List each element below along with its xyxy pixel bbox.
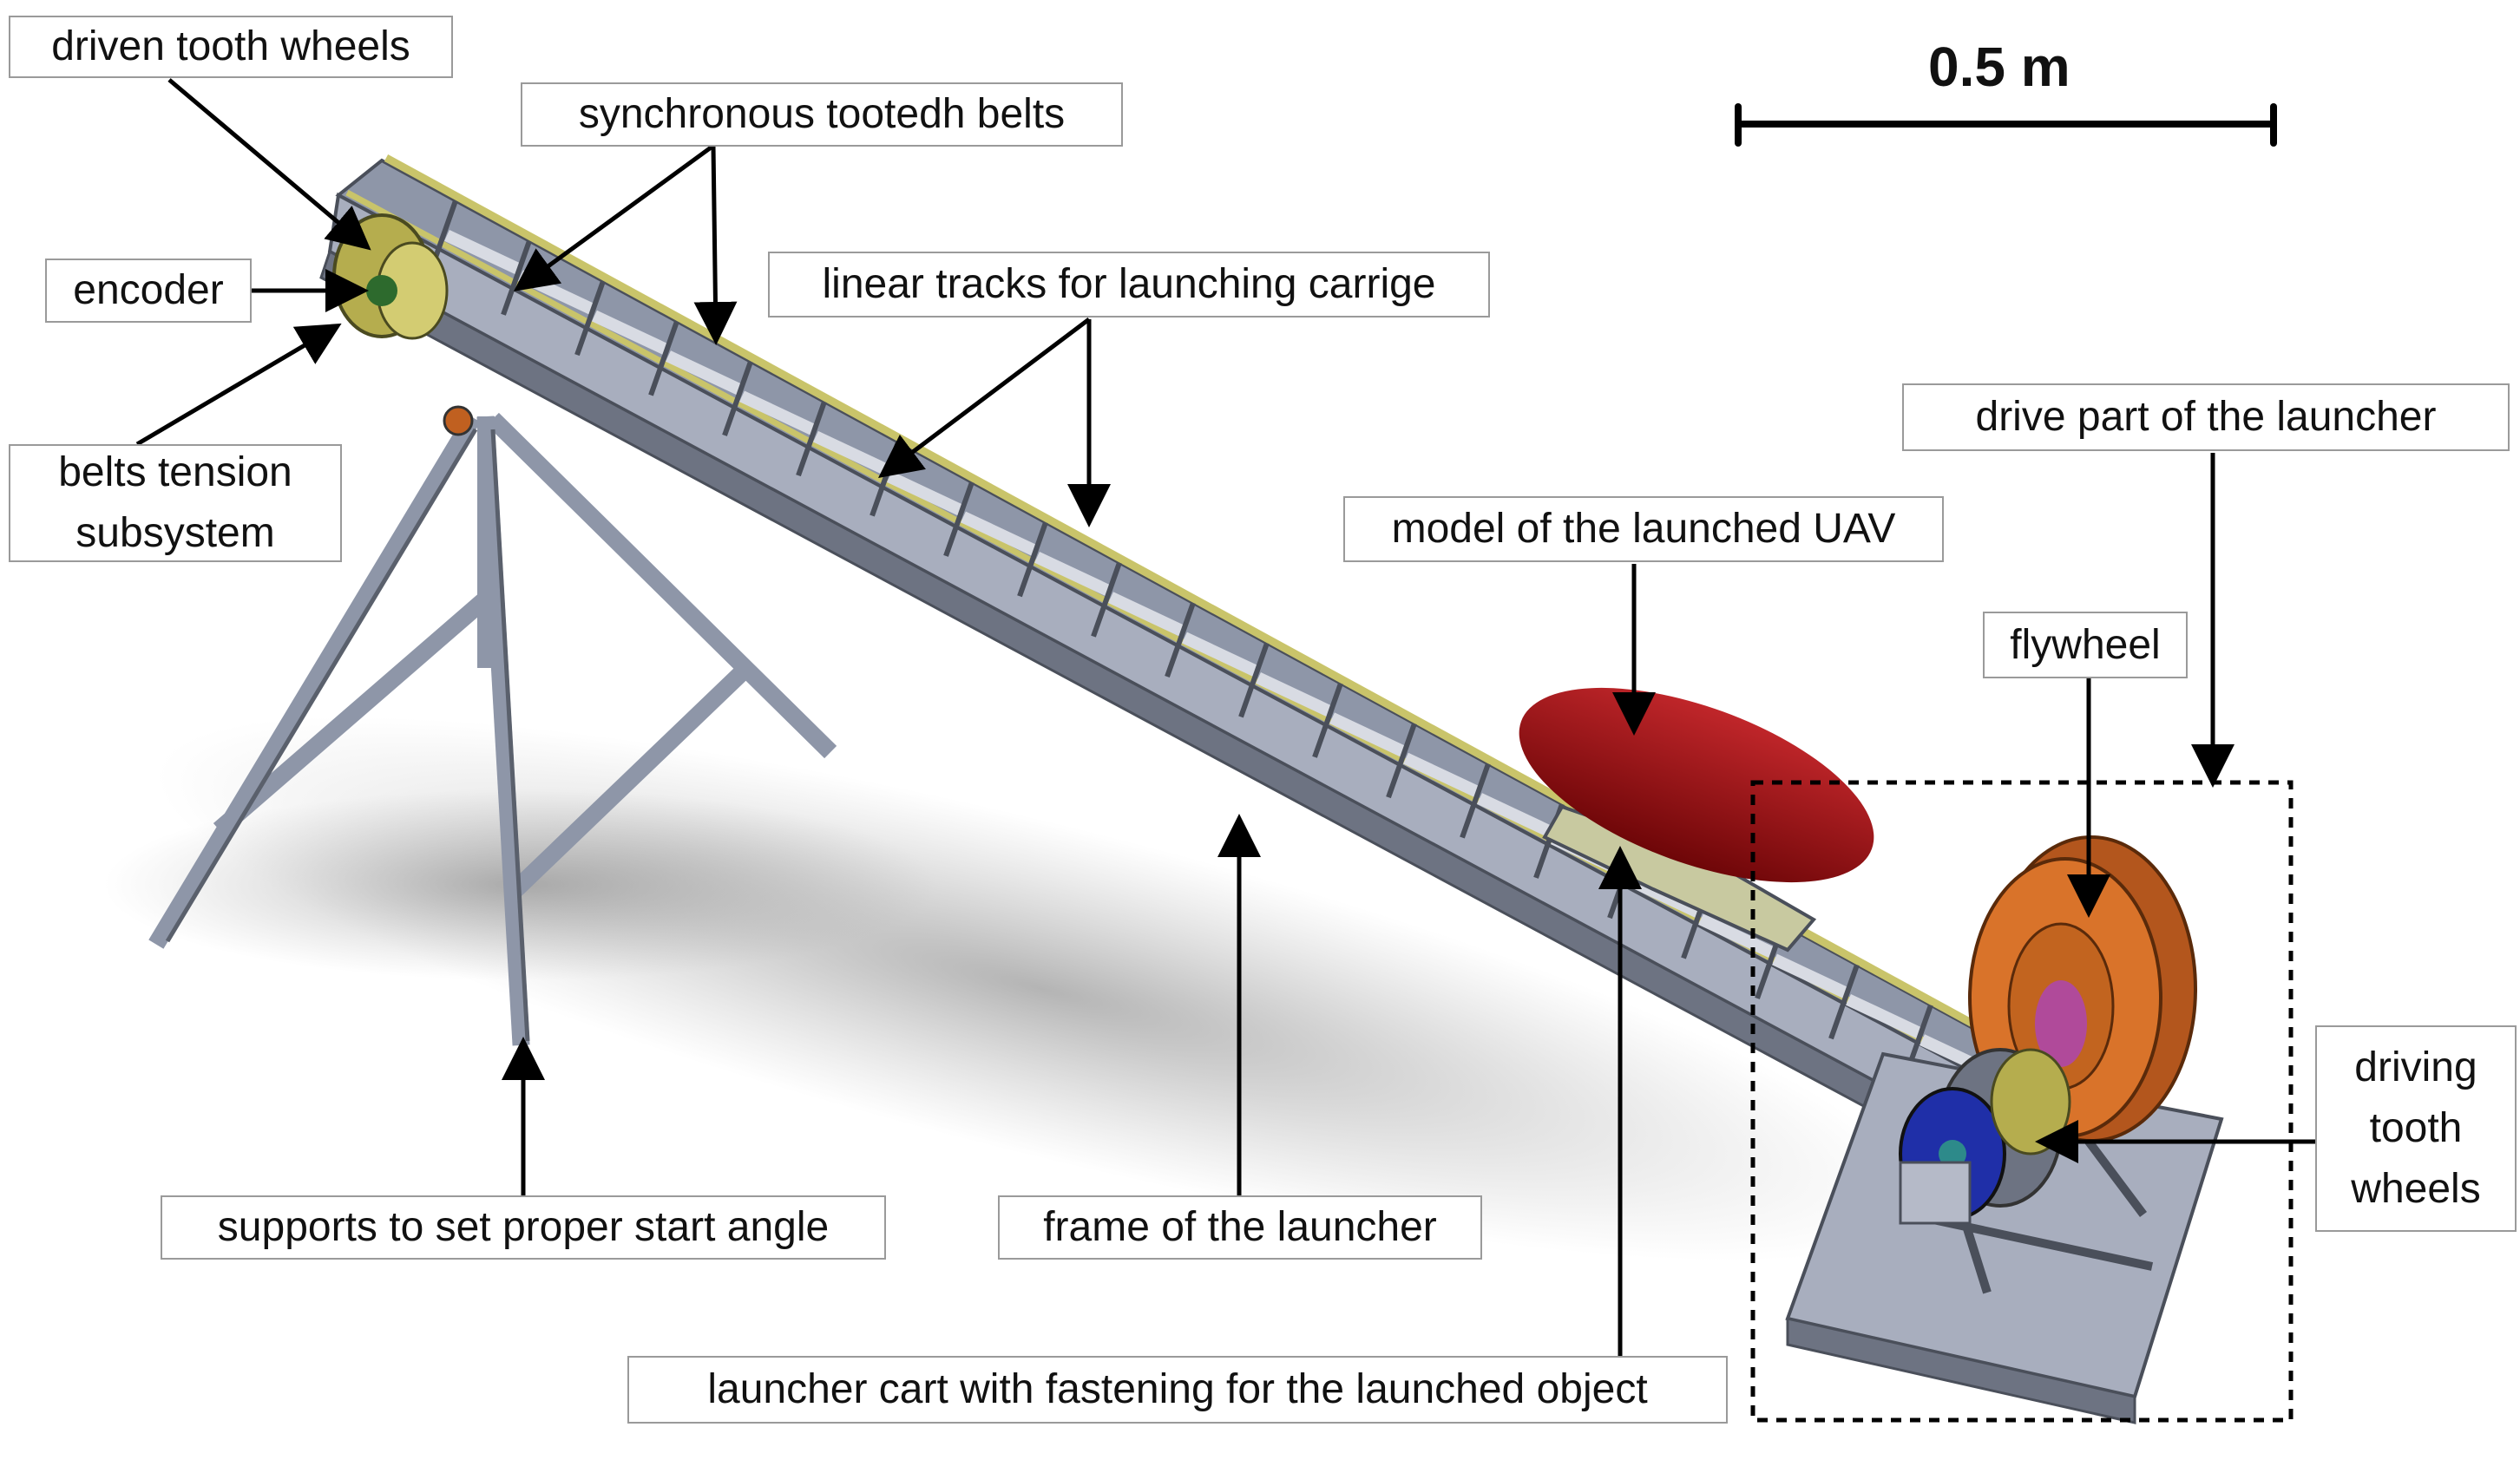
label-supports: supports to set proper start angle — [161, 1195, 886, 1260]
label-drive-part: drive part of the launcher — [1902, 383, 2510, 451]
label-synchronous-belts: synchronous tootedh belts — [521, 82, 1123, 147]
label-encoder: encoder — [45, 259, 252, 323]
label-driven-tooth-wheels: driven tooth wheels — [9, 16, 453, 78]
support-stand — [148, 412, 837, 1046]
label-belts-tension: belts tension subsystem — [9, 444, 342, 562]
scale-bar — [1735, 103, 2277, 147]
scale-label: 0.5 m — [1928, 36, 2070, 98]
drive-part-outline — [1750, 780, 2294, 1423]
label-linear-tracks: linear tracks for launching carrige — [768, 252, 1490, 318]
label-frame: frame of the launcher — [998, 1195, 1482, 1260]
label-driving-tooth-wheels: driving tooth wheels — [2315, 1025, 2517, 1232]
callout-arrows — [135, 78, 2317, 1356]
label-flywheel: flywheel — [1983, 612, 2188, 678]
uav-model — [1519, 687, 1874, 883]
label-launcher-cart: launcher cart with fastening for the lau… — [627, 1356, 1728, 1424]
label-model-uav: model of the launched UAV — [1343, 496, 1944, 562]
